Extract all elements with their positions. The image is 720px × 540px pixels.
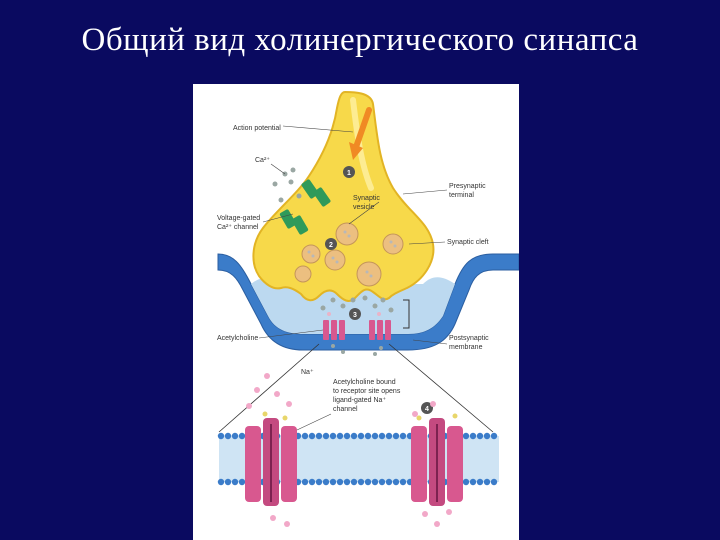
svg-text:4: 4 (425, 406, 429, 413)
lipid-head (351, 433, 357, 439)
lipid-head (344, 433, 350, 439)
lipid-head (386, 479, 392, 485)
lipid-head (470, 479, 476, 485)
lipid-head (344, 479, 350, 485)
lipid-head (400, 433, 406, 439)
lipid-head (484, 433, 490, 439)
lipid-head (372, 479, 378, 485)
lipid-head (323, 479, 329, 485)
lipid-head (232, 433, 238, 439)
step-badge-1: 1 (343, 166, 355, 178)
label-na: Na⁺ (301, 369, 314, 376)
lipid-head (484, 479, 490, 485)
label-acetylcholine: Acetylcholine (217, 335, 258, 342)
lipid-head (365, 479, 371, 485)
lipid-head (218, 479, 224, 485)
lipid-head (337, 433, 343, 439)
lipid-head (239, 433, 245, 439)
label-presynaptic-1: Presynaptic (449, 183, 486, 190)
lipid-head (232, 479, 238, 485)
ligand-gated-channel-left (245, 418, 297, 506)
lipid-head (323, 433, 329, 439)
svg-text:1: 1 (347, 170, 351, 177)
label-synaptic-cleft: Synaptic cleft (447, 239, 489, 246)
lipid-head (379, 433, 385, 439)
lipid-head (239, 479, 245, 485)
lipid-head (470, 433, 476, 439)
synapse-figure: 1 2 3 4 (193, 84, 519, 540)
lipid-head (316, 479, 322, 485)
label-postsynaptic-1: Postsynaptic (449, 335, 489, 342)
lipid-head (225, 479, 231, 485)
lipid-head (386, 433, 392, 439)
lipid-head (463, 433, 469, 439)
lipid-head (393, 433, 399, 439)
lipid-head (393, 479, 399, 485)
ligand-gated-channel-right (411, 418, 463, 506)
receptor-upper-right (369, 320, 391, 340)
step-badge-3: 3 (349, 308, 361, 320)
lipid-head (477, 433, 483, 439)
lipid-head (379, 479, 385, 485)
lipid-head (302, 433, 308, 439)
label-ach-bound-3: ligand-gated Na⁺ (333, 397, 386, 404)
receptor-upper-left (323, 320, 345, 340)
lipid-head (491, 479, 497, 485)
label-ca: Ca²⁺ (255, 157, 270, 164)
lipid-head (309, 479, 315, 485)
label-ach-bound-1: Acetylcholine bound (333, 379, 396, 386)
label-action-potential: Action potential (233, 125, 281, 132)
svg-text:3: 3 (353, 312, 357, 319)
label-voltage-gated-1: Voltage-gated (217, 215, 260, 222)
lipid-head (330, 479, 336, 485)
lipid-head (477, 479, 483, 485)
lipid-head (463, 479, 469, 485)
lipid-head (302, 479, 308, 485)
lipid-head (372, 433, 378, 439)
lipid-head (358, 479, 364, 485)
lipid-head (400, 479, 406, 485)
label-postsynaptic-2: membrane (449, 344, 483, 351)
lipid-head (218, 433, 224, 439)
lipid-head (225, 433, 231, 439)
synapse-diagram: 1 2 3 4 (193, 84, 519, 540)
lipid-head (351, 479, 357, 485)
step-badge-2: 2 (325, 238, 337, 250)
presynaptic-terminal (253, 92, 433, 301)
lipid-head (491, 433, 497, 439)
lipid-head (309, 433, 315, 439)
lipid-head (337, 479, 343, 485)
lipid-head (316, 433, 322, 439)
calcium-ions (273, 168, 302, 203)
label-synaptic-vesicle-1: Synaptic (353, 195, 380, 202)
slide-title: Общий вид холинергического синапса (0, 22, 720, 59)
label-presynaptic-2: terminal (449, 192, 474, 199)
lipid-head (365, 433, 371, 439)
label-ach-bound-4: channel (333, 406, 358, 413)
label-voltage-gated-2: Ca²⁺ channel (217, 224, 259, 231)
svg-text:2: 2 (329, 242, 333, 249)
label-ach-bound-2: to receptor site opens (333, 388, 401, 395)
lipid-head (330, 433, 336, 439)
lipid-head (358, 433, 364, 439)
